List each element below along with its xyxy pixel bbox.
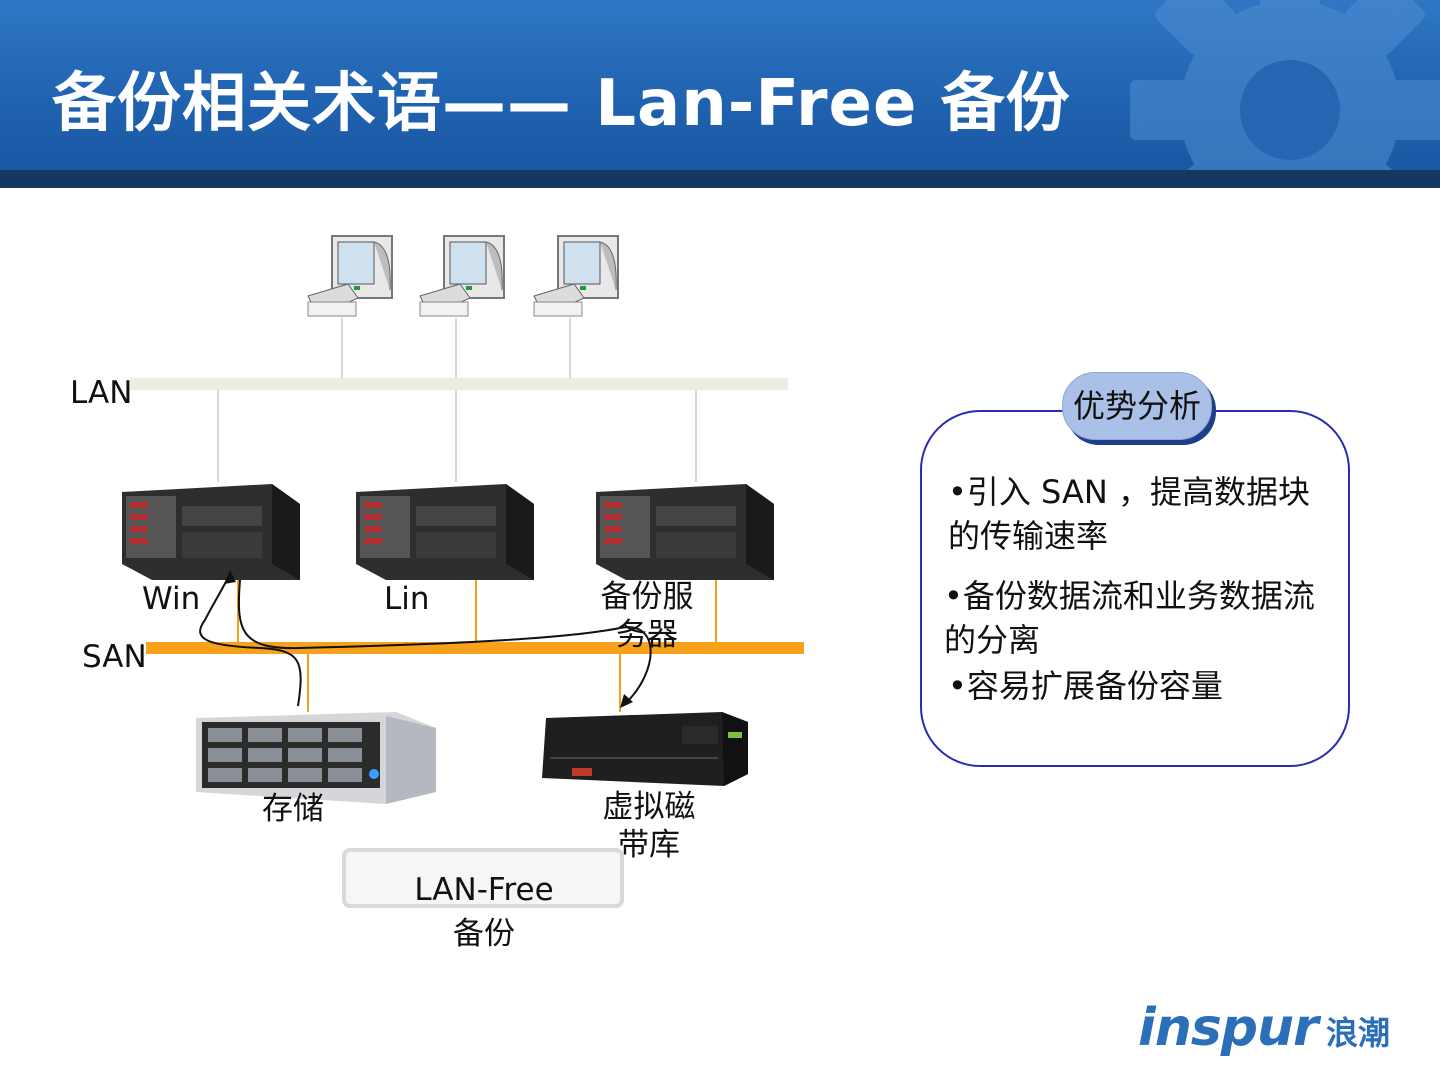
header-underline — [0, 170, 1440, 188]
data-flow-arrow-storage-to-win — [199, 573, 302, 707]
advantage-item: •引入 SAN ，提高数据块的传输速率 — [948, 473, 1310, 555]
slide-title: 备份相关术语—— Lan-Free 备份 — [52, 67, 1071, 141]
backup-server-label: 备份服 务器 — [600, 579, 694, 653]
data-flow-arrow-win-to-tape — [237, 579, 652, 705]
inspur-logo-cn: 浪潮 — [1326, 1014, 1391, 1052]
server-win-label: Win — [142, 581, 201, 617]
server-lin-label: Lin — [384, 581, 430, 617]
storage-array-icon — [196, 712, 436, 804]
server-icon — [356, 484, 534, 580]
slide-header: 备份相关术语—— Lan-Free 备份 — [0, 0, 1440, 188]
client-computer-icon — [307, 235, 393, 317]
lan-label: LAN — [70, 375, 133, 411]
server-icon — [596, 484, 774, 580]
lan-free-legend-label: LAN-Free 备份 — [414, 872, 554, 952]
server-icon — [122, 484, 300, 580]
advantages-callout — [920, 410, 1350, 767]
arrowhead-icon — [224, 570, 236, 584]
advantage-item: •容易扩展备份容量 — [948, 667, 1223, 705]
tape-library-label: 虚拟磁 带库 — [602, 789, 696, 863]
advantage-item: •备份数据流和业务数据流的分离 — [944, 577, 1315, 659]
san-bus — [146, 642, 804, 654]
tape-library-icon — [542, 712, 748, 786]
lan-bus — [130, 378, 788, 390]
client-computer-icon — [533, 235, 619, 317]
arrowhead-icon — [620, 694, 633, 708]
storage-label: 存储 — [262, 791, 324, 827]
client-computer-icon — [419, 235, 505, 317]
inspur-logo: inspur — [1138, 998, 1319, 1058]
lan-free-legend-box — [342, 848, 624, 908]
advantages-title: 优势分析 — [1062, 372, 1212, 440]
san-label: SAN — [82, 639, 147, 675]
